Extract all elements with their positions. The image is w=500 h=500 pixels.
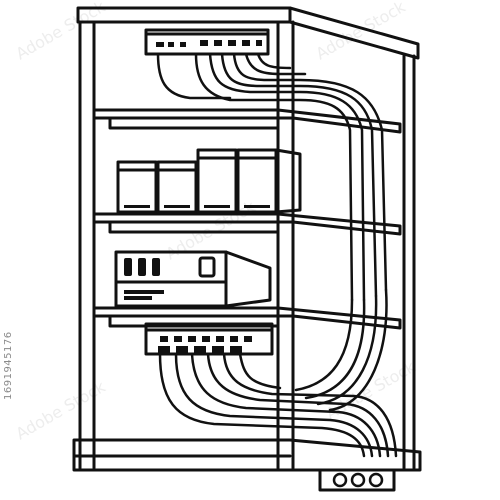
server-blades — [116, 148, 302, 214]
bottom-cables — [158, 288, 398, 458]
power-strip — [318, 468, 396, 492]
top-cables — [156, 52, 388, 302]
port-details — [124, 40, 270, 354]
server-unit — [114, 250, 272, 308]
shelf-1 — [92, 108, 402, 134]
stock-id-label: 1691945176 — [3, 331, 14, 400]
shelf-2 — [92, 212, 402, 236]
shelf-3 — [92, 306, 402, 330]
rack-base — [72, 438, 422, 472]
bottom-patch-panel — [144, 322, 274, 356]
top-patch-panel — [144, 28, 270, 56]
power-sockets — [332, 472, 384, 488]
